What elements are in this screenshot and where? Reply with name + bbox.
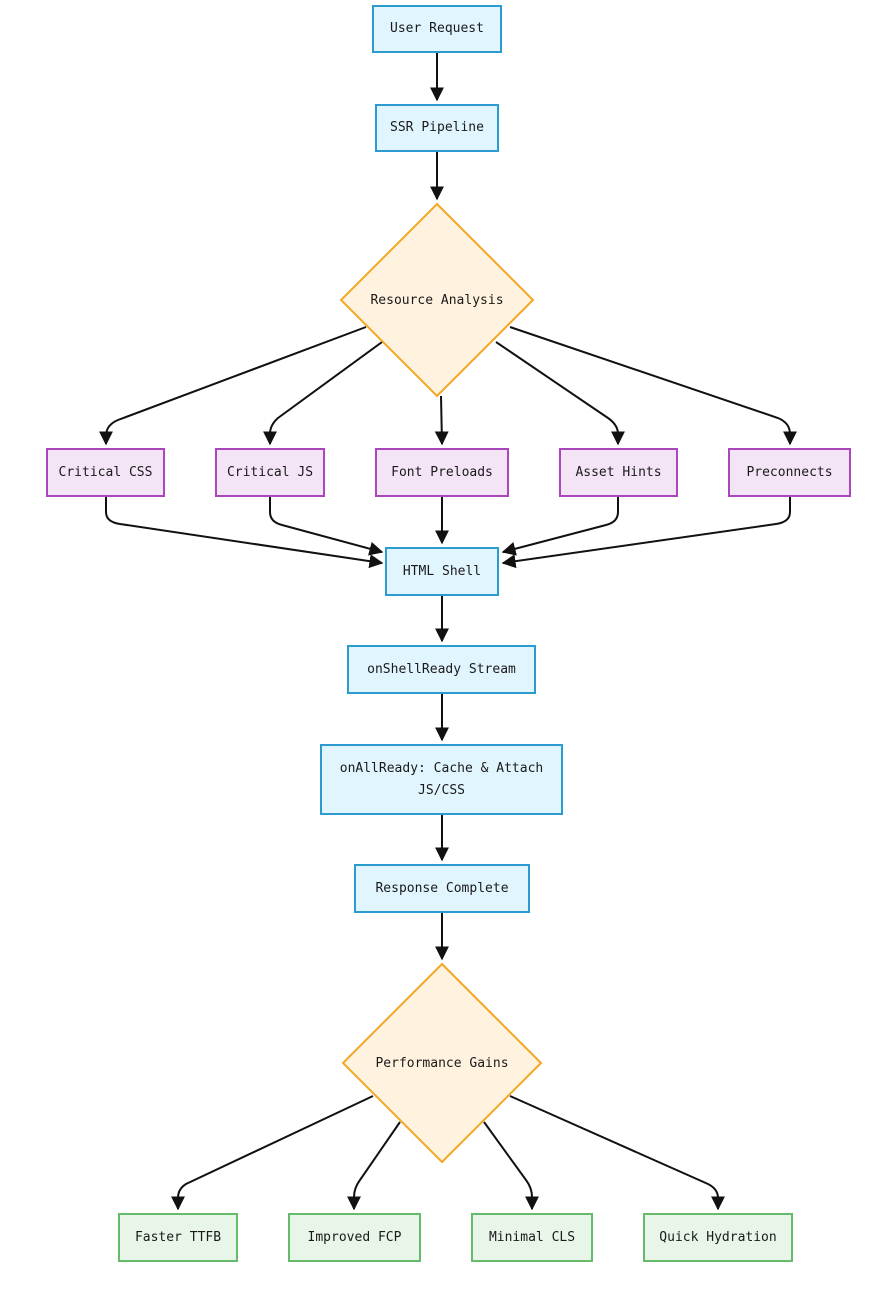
critical-js-node: Critical JS bbox=[215, 448, 325, 497]
preconnects-node: Preconnects bbox=[728, 448, 851, 497]
onallready-label-line1: onAllReady: Cache & Attach bbox=[339, 760, 544, 776]
edge-asset-hints-to-html-shell bbox=[501, 497, 619, 556]
minimal-cls-label: Minimal CLS bbox=[488, 1229, 576, 1245]
html-shell-node: HTML Shell bbox=[385, 547, 499, 596]
quick-hydration-label: Quick Hydration bbox=[659, 1229, 777, 1245]
quick-hydration-node: Quick Hydration bbox=[643, 1213, 793, 1262]
font-preloads-node: Font Preloads bbox=[375, 448, 509, 497]
improved-fcp-node: Improved FCP bbox=[288, 1213, 421, 1262]
edge-performance-gains-to-minimal-cls bbox=[483, 1121, 539, 1211]
critical-css-node: Critical CSS bbox=[46, 448, 165, 497]
improved-fcp-label: Improved FCP bbox=[307, 1229, 402, 1245]
edge-resource-analysis-to-font-preloads bbox=[434, 395, 449, 446]
preconnects-label: Preconnects bbox=[746, 464, 833, 480]
user-request-node: User Request bbox=[372, 5, 502, 53]
onallready-node: onAllReady: Cache & Attach JS/CSS bbox=[320, 744, 563, 815]
minimal-cls-node: Minimal CLS bbox=[471, 1213, 593, 1262]
faster-ttfb-node: Faster TTFB bbox=[118, 1213, 238, 1262]
faster-ttfb-label: Faster TTFB bbox=[134, 1229, 222, 1245]
onshellready-stream-node: onShellReady Stream bbox=[347, 645, 536, 694]
edge-resource-analysis-to-critical-js bbox=[263, 341, 383, 446]
response-complete-label: Response Complete bbox=[375, 880, 509, 896]
ssr-pipeline-label: SSR Pipeline bbox=[390, 120, 484, 135]
response-complete-node: Response Complete bbox=[354, 864, 530, 913]
font-preloads-label: Font Preloads bbox=[391, 464, 493, 480]
edge-resource-analysis-to-critical-css bbox=[99, 326, 367, 446]
edge-preconnects-to-html-shell bbox=[501, 497, 791, 569]
edge-resource-analysis-to-preconnects bbox=[509, 326, 797, 446]
edge-performance-gains-to-improved-fcp bbox=[347, 1121, 401, 1211]
resource-analysis-label: Resource Analysis bbox=[370, 292, 504, 308]
edge-performance-gains-to-quick-hydration bbox=[509, 1095, 725, 1211]
performance-gains-diamond bbox=[341, 962, 543, 1164]
edge-resource-analysis-to-asset-hints bbox=[495, 341, 625, 446]
edge-performance-gains-to-faster-ttfb bbox=[171, 1095, 374, 1211]
ssr-pipeline-node: SSR Pipeline bbox=[375, 104, 499, 152]
resource-analysis-diamond bbox=[339, 202, 535, 398]
asset-hints-node: Asset Hints bbox=[559, 448, 678, 497]
user-request-label: User Request bbox=[390, 21, 484, 36]
html-shell-label: HTML Shell bbox=[402, 563, 482, 579]
onshellready-stream-label: onShellReady Stream bbox=[367, 661, 516, 677]
onallready-label-line2: JS/CSS bbox=[418, 782, 465, 798]
edge-critical-js-to-html-shell bbox=[269, 497, 384, 556]
performance-gains-label: Performance Gains bbox=[375, 1055, 509, 1071]
critical-js-label: Critical JS bbox=[226, 464, 314, 480]
critical-css-label: Critical CSS bbox=[58, 464, 153, 480]
asset-hints-label: Asset Hints bbox=[575, 464, 662, 480]
edge-critical-css-to-html-shell bbox=[105, 497, 384, 569]
